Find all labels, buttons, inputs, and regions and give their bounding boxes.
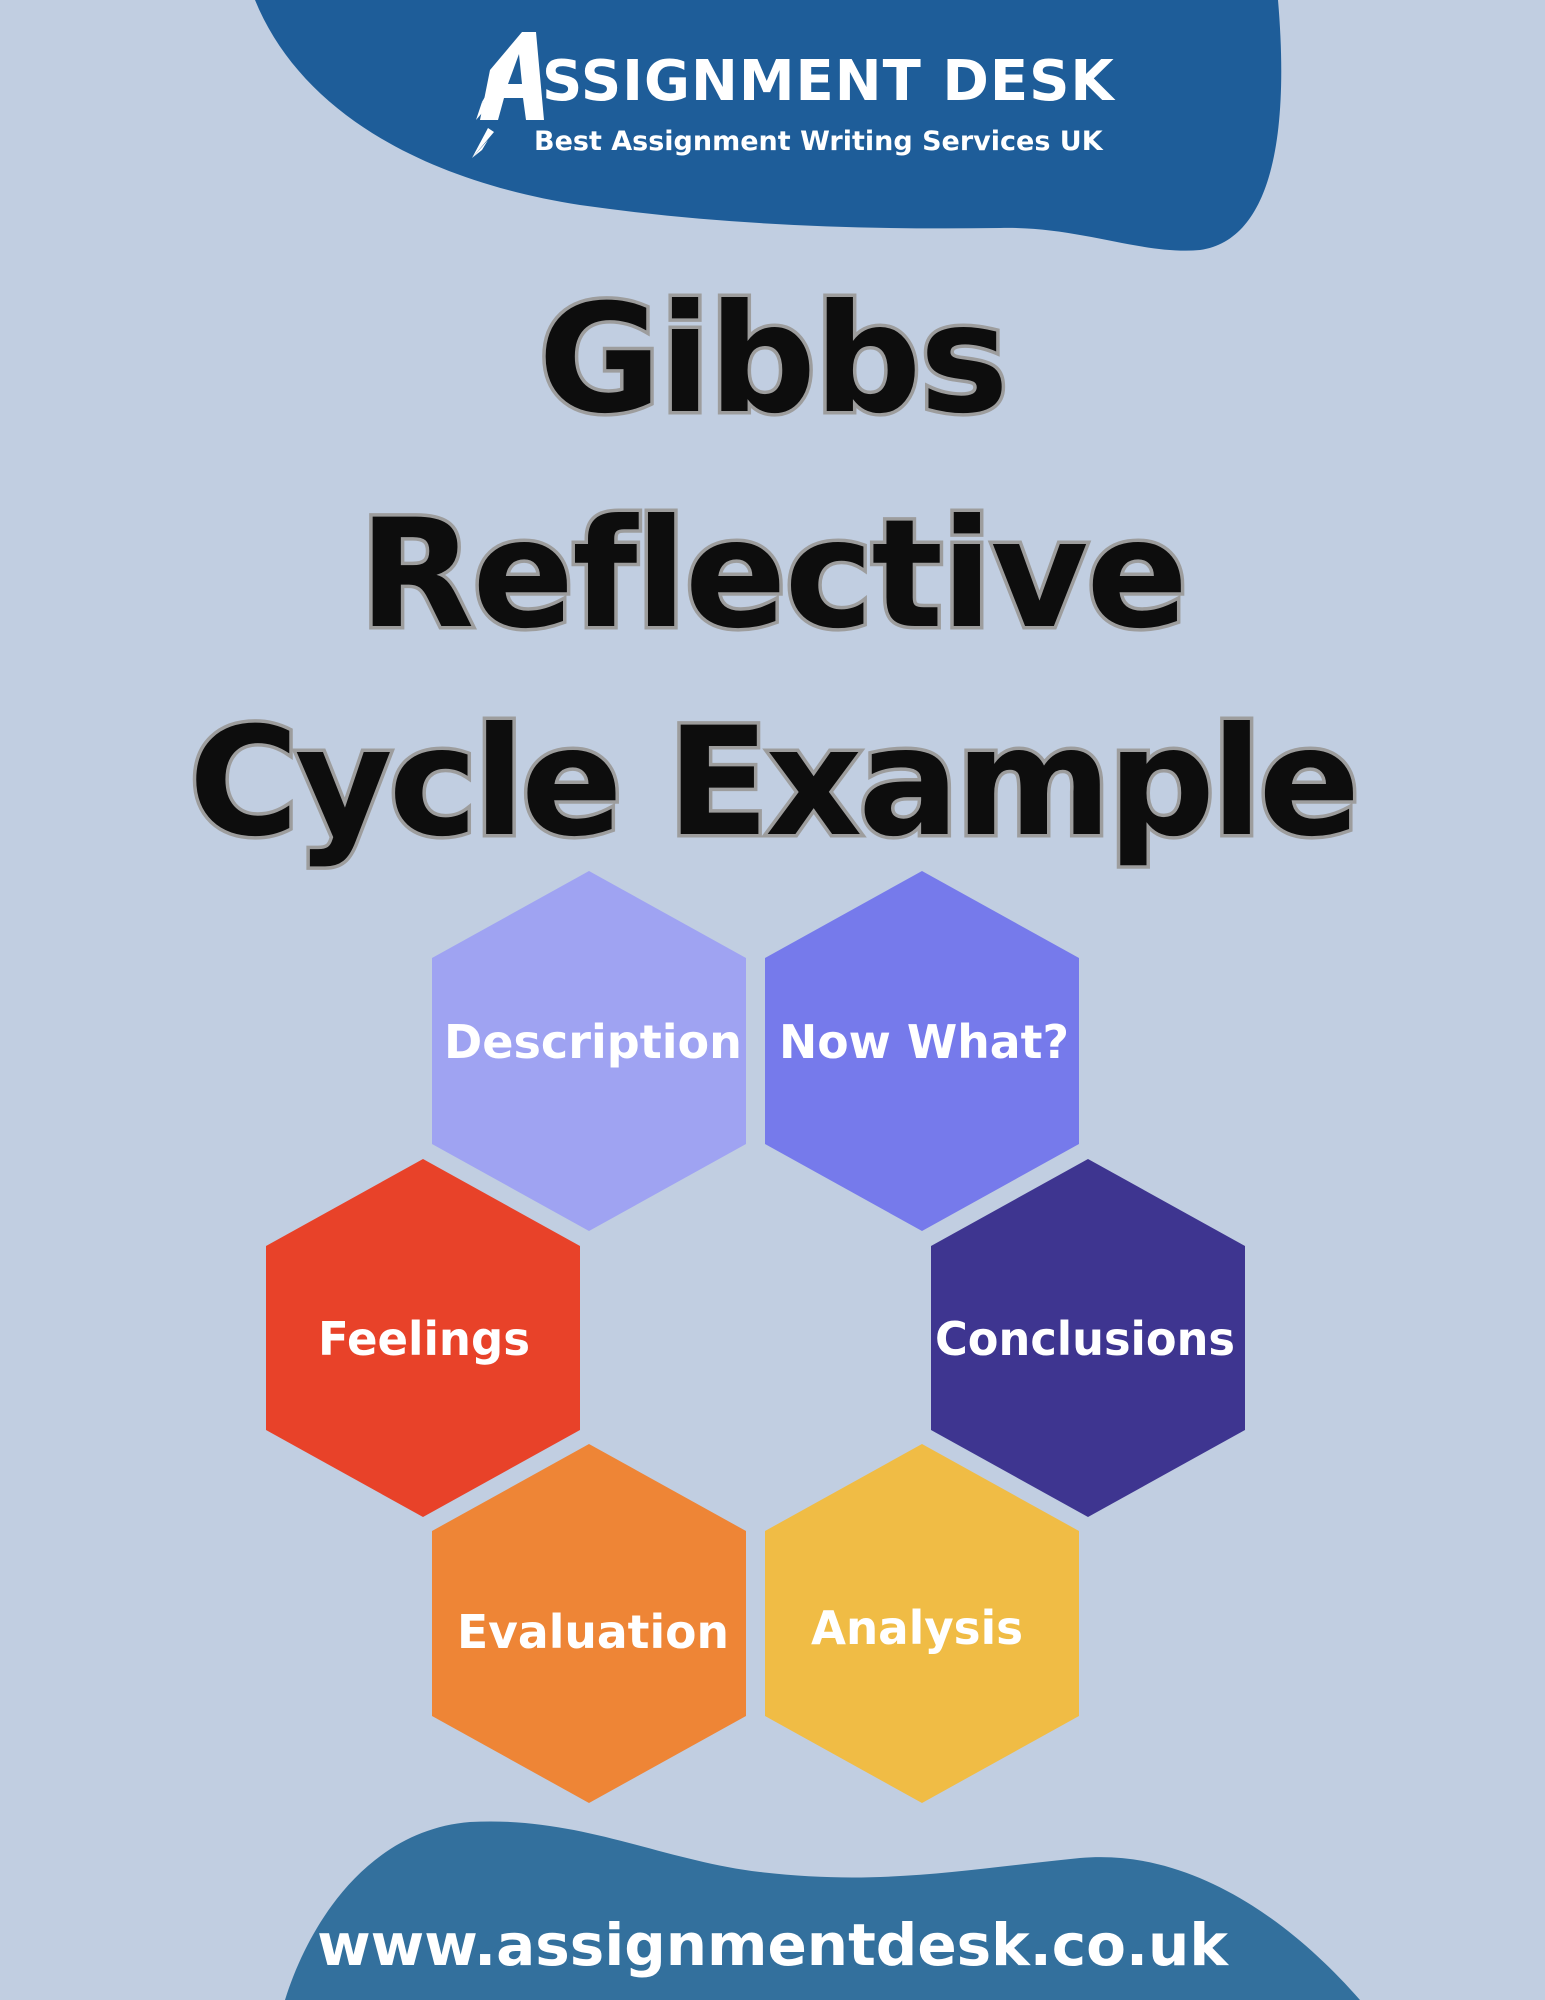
hex-now-what-label: Now What?: [779, 1015, 1069, 1069]
hex-description-label: Description: [444, 1015, 742, 1069]
hex-evaluation-label: Evaluation: [457, 1605, 729, 1659]
brand-logo[interactable]: SSIGNMENT DESK Best Assignment Writing S…: [468, 20, 1148, 170]
hex-conclusions: Conclusions: [931, 1159, 1245, 1517]
hex-evaluation-shape: [432, 1444, 746, 1803]
title-line-2: Reflective: [355, 488, 1191, 662]
hex-description-shape: [432, 871, 746, 1231]
brand-tagline: Best Assignment Writing Services UK: [534, 126, 1103, 157]
title-line-1: Gibbs: [535, 273, 1013, 447]
website-link[interactable]: www.assignmentdesk.co.uk: [317, 1911, 1228, 1979]
hex-conclusions-shape: [931, 1159, 1245, 1517]
hex-feelings-label: Feelings: [318, 1312, 530, 1366]
bottom-footer-blob: [285, 1821, 1360, 2000]
hex-now-what-shape: [765, 871, 1079, 1231]
hex-evaluation: Evaluation: [432, 1444, 746, 1803]
hex-now-what: Now What?: [765, 871, 1079, 1231]
pen-a-logo-icon: [472, 32, 544, 158]
brand-name: SSIGNMENT DESK: [542, 49, 1115, 114]
hex-analysis: Analysis: [765, 1444, 1079, 1803]
hex-feelings: Feelings: [266, 1159, 580, 1517]
hex-analysis-label: Analysis: [811, 1601, 1023, 1655]
hex-description: Description: [432, 871, 746, 1231]
hex-conclusions-label: Conclusions: [935, 1312, 1235, 1366]
hex-analysis-shape: [765, 1444, 1079, 1803]
title-line-3: Cycle Example: [185, 696, 1363, 870]
hex-feelings-shape: [266, 1159, 580, 1517]
